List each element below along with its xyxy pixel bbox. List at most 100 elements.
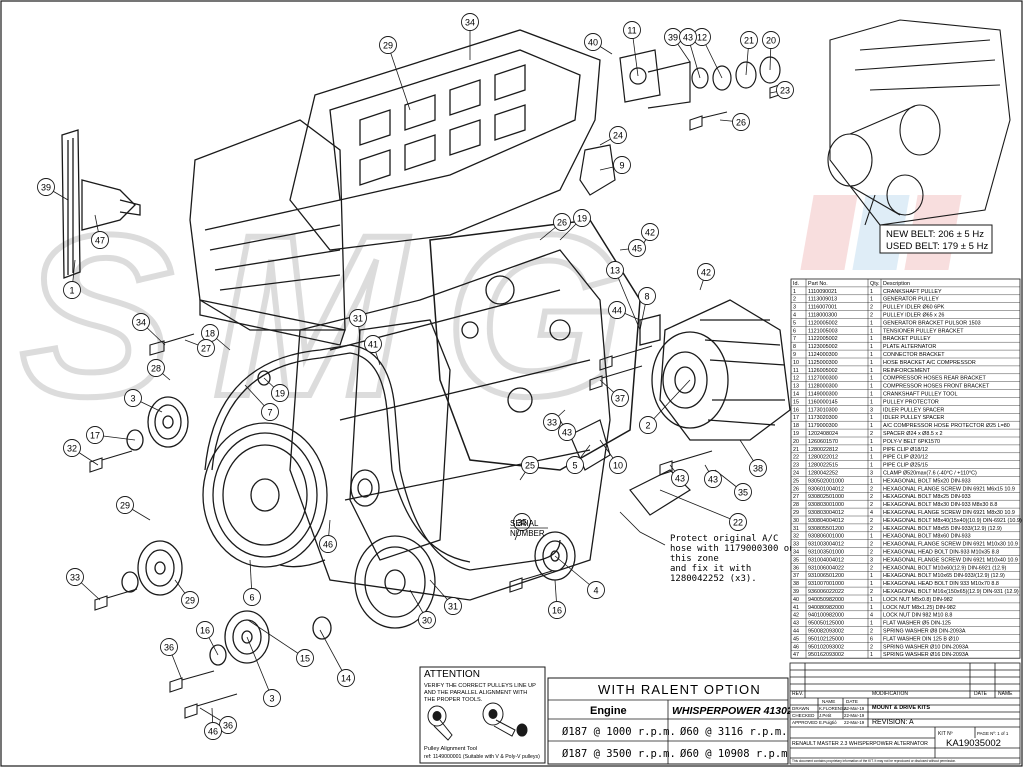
new-belt-text: NEW BELT: 206 ± 5 Hz	[886, 229, 984, 240]
alternator	[639, 299, 791, 441]
callout-number: 45	[632, 243, 642, 253]
callout-number: 27	[201, 343, 211, 353]
callout-number: 24	[613, 130, 623, 140]
callout-bubble: 22	[729, 513, 747, 531]
table-cell: 1280022515	[808, 463, 838, 469]
table-cell: 1	[870, 352, 873, 358]
table-cell: 1280042252	[808, 471, 838, 477]
table-cell: 1126005002	[808, 368, 838, 374]
table-cell: HEXAGONAL BOLT M8x30 DIN-933 M8x30 8.8	[883, 502, 997, 508]
callout-bubble: 14	[337, 669, 355, 687]
callout-number: 29	[185, 595, 195, 605]
callout-number: 8	[644, 291, 649, 301]
table-cell: LOCK NUT M5x0.8) DIN-982	[883, 597, 953, 603]
table-cell: HEXAGONAL BOLT M10x60(12.9) DIN-6921 (12…	[883, 565, 1007, 571]
table-cell: 1122005002	[808, 336, 838, 342]
callout-number: 39	[41, 182, 51, 192]
table-cell: 3	[870, 407, 873, 413]
part-callouts: 1233456789101112131415161617181919202122…	[37, 13, 794, 740]
table-cell: 9	[793, 352, 796, 358]
table-cell: GENERATOR PULLEY	[883, 297, 939, 303]
tb-name-header: NAME	[998, 691, 1013, 697]
callout-number: 41	[368, 339, 378, 349]
tb-drawn: DRAWN	[792, 706, 809, 711]
hose-protection-note: Protect original A/C hose with 117900030…	[619, 511, 795, 584]
callout-bubble: 16	[548, 601, 566, 619]
table-cell: 1202408024	[808, 431, 838, 437]
table-cell: 21	[793, 447, 799, 453]
callout-bubble: 42	[697, 263, 715, 281]
table-cell: 13	[793, 384, 799, 390]
callout-bubble: 42	[641, 223, 659, 241]
ralent-model: WHISPERPOWER 41302001	[672, 705, 810, 717]
table-cell: HEXAGONAL FLANGE SCREW DIN 6921 M8x30 10…	[883, 510, 1015, 516]
callout-bubble: 34	[461, 13, 479, 31]
table-cell: 1	[870, 463, 873, 469]
table-cell: SPACER Ø24 x Ø8.5 x 2	[883, 431, 943, 437]
callout-bubble: 40	[584, 33, 602, 51]
callout-number: 1	[69, 285, 74, 295]
callout-number: 3	[130, 393, 135, 403]
table-cell: 10	[793, 360, 799, 366]
table-cell: 29	[793, 510, 799, 516]
callout-bubble: 46	[319, 535, 337, 553]
table-cell: LOCK NUT DIN 982 M10 8.8	[883, 613, 952, 619]
table-cell: HEXAGONAL FLANGE SCREW DIN 6921 M10x40 1…	[883, 557, 1018, 563]
table-cell: 26	[793, 486, 799, 492]
table-cell: 940080982000	[808, 605, 844, 611]
callout-number: 25	[525, 460, 535, 470]
callout-number: 47	[95, 235, 105, 245]
callout-number: 36	[164, 642, 174, 652]
leader-line	[614, 269, 641, 331]
table-cell: 20	[793, 439, 799, 445]
callout-number: 2	[645, 420, 650, 430]
tb-name-col: NAME	[822, 699, 835, 704]
table-cell: 930805501200	[808, 526, 844, 532]
callout-number: 31	[448, 601, 458, 611]
table-cell: IDLER PULLEY SPACER	[883, 407, 944, 413]
callout-bubble: 10	[609, 456, 627, 474]
table-cell: 43	[793, 621, 799, 627]
table-cell: 3	[870, 557, 873, 563]
table-cell: PIPE CLIP Ø25/15	[883, 463, 928, 469]
table-header-cell: Id.	[793, 281, 799, 287]
callout-bubble: 43	[558, 423, 576, 441]
table-cell: 1280022812	[808, 447, 838, 453]
callout-number: 5	[572, 460, 577, 470]
attention-tool-ref: ref: 1149000001 (Suitable with V & Poly-…	[424, 754, 540, 760]
tb-kit-label: KIT Nº	[938, 731, 953, 737]
table-cell: 24	[793, 471, 799, 477]
leader-line	[387, 44, 411, 111]
callout-number: 43	[562, 427, 572, 437]
table-cell: 11	[793, 368, 799, 374]
callout-number: 38	[753, 463, 763, 473]
callout-number: 3	[269, 693, 274, 703]
table-cell: 2	[870, 431, 873, 437]
table-cell: 35	[793, 557, 799, 563]
ralent-row2-left: Ø187 @ 3500 r.p.m.	[562, 748, 676, 760]
callout-number: 37	[615, 393, 625, 403]
table-cell: 25	[793, 478, 799, 484]
table-cell: 36	[793, 565, 799, 571]
callout-bubble: 3	[263, 689, 281, 707]
table-cell: 32	[793, 534, 799, 540]
table-cell: HEXAGONAL BOLT M16x(150x65)(12.9) DIN-93…	[883, 589, 1019, 595]
table-cell: 44	[793, 629, 799, 635]
table-cell: 940100982000	[808, 613, 844, 619]
table-cell: 46	[793, 644, 799, 650]
table-cell: 42	[793, 613, 799, 619]
ralent-row2-right: Ø60 @ 10908 r.p.m.	[680, 748, 794, 760]
callout-bubble: 33	[66, 568, 84, 586]
table-cell: 1	[870, 384, 873, 390]
callout-number: 12	[697, 32, 707, 42]
callout-bubble: 46	[204, 722, 222, 740]
table-cell: HEXAGONAL BOLT M5x20 DIN-933	[883, 478, 971, 484]
table-cell: SPRING WASHER Ø16 DIN-2093A	[883, 652, 969, 658]
callout-bubble: 21	[740, 31, 758, 49]
table-cell: PULLEY PROTECTOR	[883, 399, 939, 405]
table-cell: 950102093002	[808, 644, 844, 650]
table-cell: 936006022022	[808, 589, 844, 595]
callout-number: 23	[780, 85, 790, 95]
callout-bubble: 44	[608, 301, 626, 319]
